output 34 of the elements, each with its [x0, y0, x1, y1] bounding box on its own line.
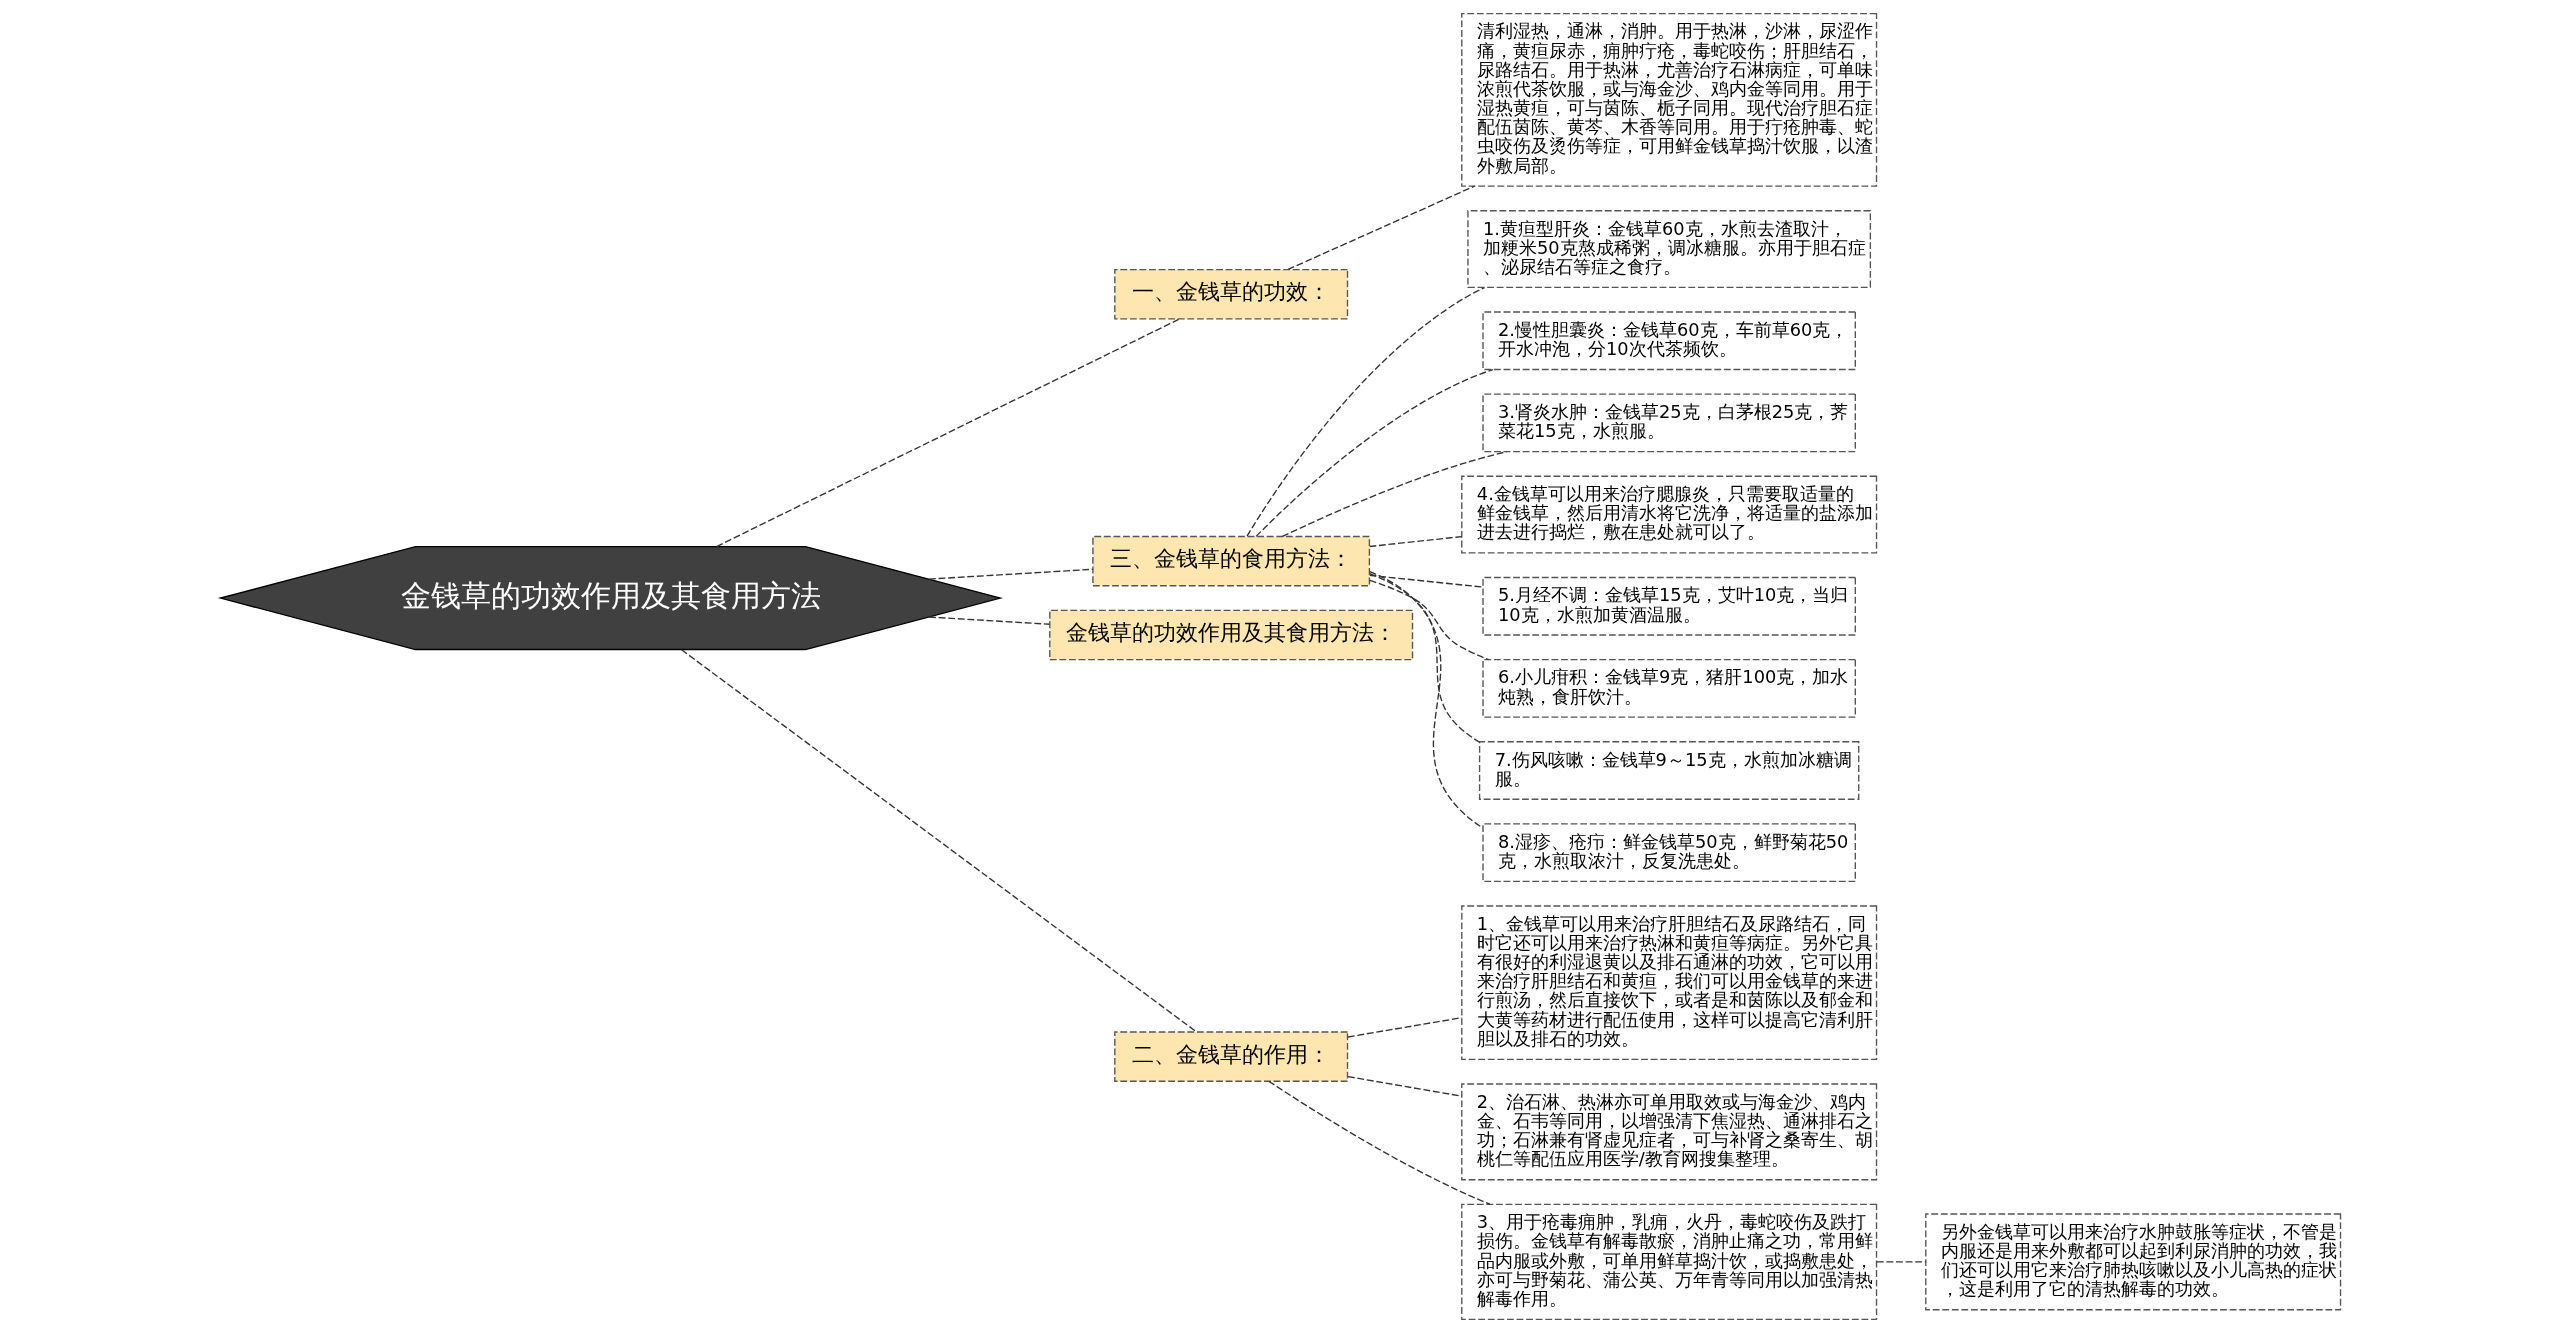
- node-box: 3.肾炎水肿：金钱草25克，白茅根25克，荠菜花15克，水煎服。: [1481, 393, 1856, 453]
- node-box: 6.小儿疳积：金钱草9克，猪肝100克，加水炖熟，食肝饮汁。: [1481, 658, 1856, 718]
- node-box: 2、治石淋、热淋亦可单用取效或与海金沙、鸡内金、石韦等同用，以增强清下焦湿热、通淋排石之功；石淋兼有肾虚见症者，可与补肾之桑寄生、胡桃仁等配伍应用医学/教育网搜集整理。: [1460, 1083, 1877, 1181]
- connector: [1368, 571, 1483, 829]
- connector: [1245, 286, 1485, 537]
- connector: [715, 318, 1180, 548]
- node-box: 金钱草的功效作用及其食用方法：: [1048, 609, 1413, 661]
- node-box: 4.金钱草可以用来治疗腮腺炎，只需要取适量的鲜金钱草，然后用清水将它洗净，将适量的盐添加进去进行捣烂，敷在患处就可以了。: [1460, 475, 1877, 554]
- connector: [1875, 1261, 1926, 1263]
- node-box: 5.月经不调：金钱草15克，艾叶10克，当归10克，水煎加黄酒温服。: [1481, 576, 1856, 636]
- node-box: 一、金钱草的功效：: [1113, 268, 1348, 320]
- node-box: 另外金钱草可以用来治疗水肿鼓胀等症状，不管是内服还是用来外敷都可以起到利尿消肿的功效，我们还可以用它来治疗肺热咳嗽以及小儿高热的症状，这是利用了它的清热解毒的功效。: [1924, 1213, 2341, 1311]
- node-box: 二、金钱草的作用：: [1113, 1031, 1348, 1082]
- node-box: 7.伤风咳嗽：金钱草9～15克，水煎加冰糖调服。: [1478, 741, 1859, 800]
- connector: [927, 568, 1093, 580]
- connector: [1254, 368, 1494, 538]
- connector: [1286, 185, 1475, 271]
- connector: [1346, 1075, 1462, 1097]
- connector: [1346, 1017, 1462, 1038]
- node-box: 8.湿疹、疮疖：鲜金钱草50克，鲜野菊花50克，水煎取浓汁，反复洗患处。: [1481, 823, 1856, 883]
- connector: [1267, 1080, 1491, 1205]
- node-box: 3、用于疮毒痈肿，乳痈，火丹，毒蛇咬伤及跌打损伤。金钱草有解毒散瘀，消肿止痛之功，常用鲜品内服或外敷，可单用鲜草捣汁饮，或捣敷患处，亦可与野菊花、蒲公英、万年青等同用以加强清热解毒作用。: [1460, 1203, 1877, 1321]
- connector: [1368, 579, 1489, 661]
- connector: [1368, 535, 1462, 548]
- connector: [680, 649, 1197, 1033]
- node-box: 1、金钱草可以用来治疗肝胆结石及尿路结石，同时它还可以用来治疗热淋和黄疸等病症。另外它具有很好的利湿退黄以及排石通淋的功效，它可以用来治疗肝胆结石和黄疸，我们可以用金钱草的来进行煎汤，然后直接饮下，或者是和茵陈以及郁金和大黄等药材进行配伍使用，这样可以提高它清利肝胆以及排石的功效。: [1460, 905, 1877, 1060]
- node-box: 清利湿热，通淋，消肿。用于热淋，沙淋，尿涩作痛，黄疸尿赤，痈肿疔疮，毒蛇咬伤；肝胆结石，尿路结石。用于热淋，尤善治疗石淋病症，可单味浓煎代茶饮服，或与海金沙、鸡内金等同用。用于湿热黄疸，可与茵陈、栀子同用。现代治疗胆石症配伍茵陈、黄芩、木香等同用。用于疔疮肿毒、蛇虫咬伤及烫伤等症，可用鲜金钱草捣汁饮服，以渣外敷局部。: [1460, 12, 1877, 187]
- node-box: 三、金钱草的食用方法：: [1091, 535, 1370, 587]
- node-box: 1.黄疸型肝炎：金钱草60克，水煎去渣取汁，加粳米50克熬成稀粥，调冰糖服。亦用于胆石症、泌尿结石等症之食疗。: [1466, 210, 1871, 289]
- connector: [1368, 573, 1480, 743]
- connector: [927, 616, 1050, 625]
- node-box: 2.慢性胆囊炎：金钱草60克，车前草60克，开水冲泡，分10次代茶频饮。: [1481, 311, 1856, 371]
- connector: [1368, 574, 1483, 588]
- connector: [1281, 450, 1507, 538]
